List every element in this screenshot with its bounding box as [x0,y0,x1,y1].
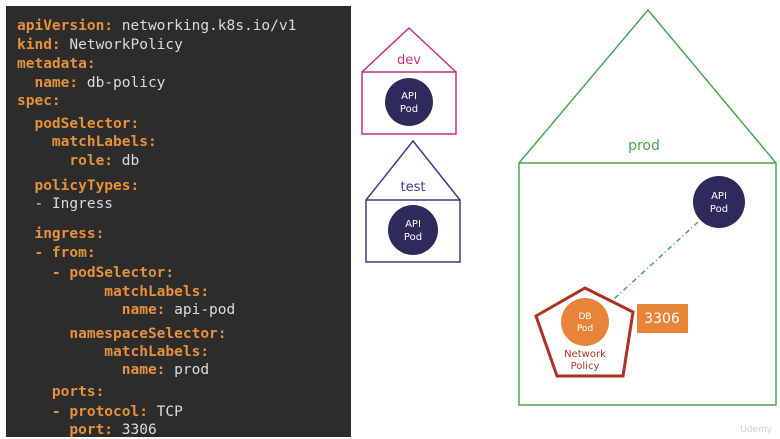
code-key: port: [17,422,114,438]
code-key: name: [17,75,79,91]
port-badge-label: 3306 [644,311,680,327]
prod-roof [518,8,777,164]
code-key: matchLabels: [17,134,157,150]
dev-api-pod-label-2: Pod [400,104,418,115]
dev-namespace: dev API Pod [361,26,457,135]
code-line: policyTypes: [17,177,139,195]
code-value: db-policy [78,75,166,91]
code-line: kind: NetworkPolicy [17,36,183,54]
code-line: - Ingress [17,195,113,213]
db-pod-label-2: Pod [577,324,593,334]
code-line: matchLabels: [17,133,157,151]
db-pod-label-1: DB [578,312,591,322]
prod-api-pod-label-1: API [711,191,727,202]
code-value: 3306 [113,422,157,438]
code-line: name: db-policy [17,74,165,92]
code-line: apiVersion: networking.k8s.io/v1 [17,17,296,35]
code-value: networking.k8s.io/v1 [113,18,297,34]
code-line: name: api-pod [17,301,236,319]
test-label: test [401,180,426,195]
prod-namespace: prod API Pod DB Pod Network Policy 3306 [518,8,777,406]
test-api-pod-label-1: API [405,219,421,230]
test-roof [365,139,461,201]
prod-api-pod [693,176,745,228]
dev-label: dev [397,53,421,68]
code-line: ingress: [17,225,104,243]
code-line: ports: [17,383,104,401]
code-value: - Ingress [17,196,114,212]
code-line: - protocol: TCP [17,403,183,421]
test-api-pod [388,205,438,255]
prod-box [518,162,777,406]
code-line: podSelector: [17,115,139,133]
network-policy-label-2: Policy [571,361,600,372]
code-value: db [113,153,140,169]
code-value: prod [165,362,210,378]
network-policy-label-1: Network [564,349,606,360]
test-namespace: test API Pod [365,139,461,263]
code-key: - from: [17,245,96,261]
code-key: - podSelector: [17,265,175,281]
code-key: name: [17,302,166,318]
code-line: matchLabels: [17,343,209,361]
code-key: role: [17,153,114,169]
code-key: metadata: [17,56,96,72]
code-key: podSelector: [17,116,140,132]
db-pod [561,298,609,346]
prod-label: prod [628,138,660,154]
code-key: - protocol: [17,404,148,420]
code-line: spec: [17,92,61,110]
code-line: metadata: [17,55,96,73]
code-key: ports: [17,384,105,400]
code-line: - from: [17,244,96,262]
code-line: role: db [17,152,139,170]
dev-api-pod-label-1: API [401,91,417,102]
diagram-canvas: dev API Pod test API Pod prod API Pod DB [361,8,777,406]
code-value: TCP [147,404,183,420]
code-key: spec: [17,93,61,109]
dev-box [361,71,457,135]
code-key: apiVersion: [17,18,114,34]
dev-roof [361,26,457,73]
code-value: api-pod [165,302,236,318]
allowed-traffic-line [613,221,699,300]
code-line: namespaceSelector: [17,325,227,343]
code-line: matchLabels: [17,283,209,301]
watermark-logo: Udemy [740,425,772,435]
code-line: port: 3306 [17,421,157,439]
code-key: matchLabels: [17,284,210,300]
test-box [365,199,461,263]
code-key: name: [17,362,166,378]
dev-api-pod [385,78,433,126]
code-key: namespaceSelector: [17,326,227,342]
code-key: policyTypes: [17,178,140,194]
test-api-pod-label-2: Pod [404,232,422,243]
port-badge [637,304,688,333]
code-line: name: prod [17,361,209,379]
code-key: matchLabels: [17,344,210,360]
namespace-diagram: dev API Pod test API Pod prod API Pod DB [352,0,780,437]
code-value: NetworkPolicy [60,37,183,53]
code-key: ingress: [17,226,105,242]
prod-api-pod-label-2: Pod [710,204,728,215]
code-line: - podSelector: [17,264,174,282]
code-key: kind: [17,37,61,53]
